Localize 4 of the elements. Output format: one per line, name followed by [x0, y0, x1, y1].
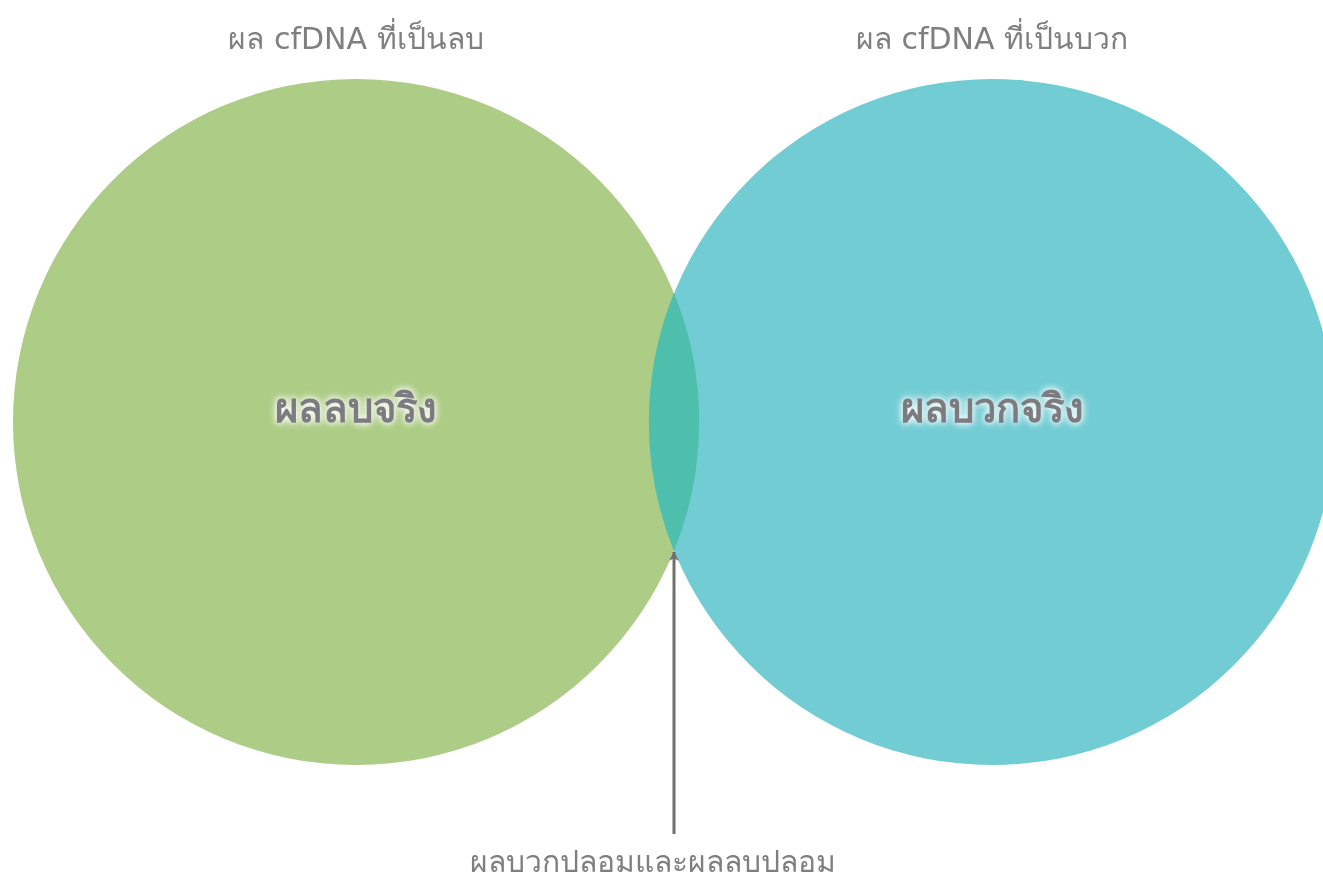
leader-arrow [669, 551, 679, 834]
region-label: ผลลบจริง [275, 384, 437, 433]
callout-text: ผลบวกปลอมและผลลบปลอม [470, 844, 836, 877]
region-label: ผลบวกจริง [900, 384, 1084, 433]
